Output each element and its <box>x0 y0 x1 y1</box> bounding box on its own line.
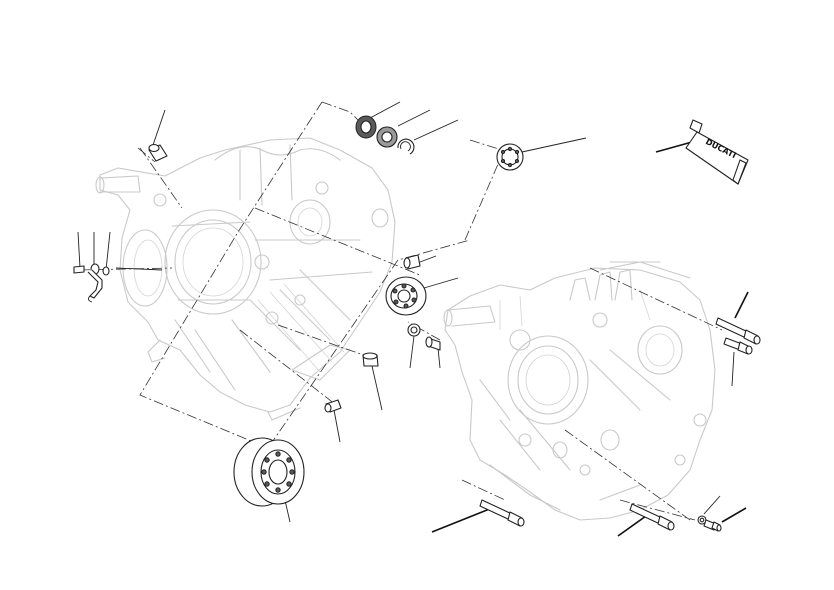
small-bolt-bottom-right <box>703 507 747 532</box>
large-roller-bearing <box>233 437 305 523</box>
dowel-pin-top <box>148 109 168 162</box>
main-ball-bearing <box>385 276 459 316</box>
long-bolt-right-upper <box>715 291 761 345</box>
right-crankcase-half <box>443 261 716 521</box>
small-washer <box>407 323 421 369</box>
short-bolt-right <box>723 337 753 387</box>
washer-bottom-right <box>697 495 721 525</box>
long-bolt-bottom-middle <box>617 503 675 537</box>
left-crankcase-half <box>95 137 396 421</box>
plug-nut <box>362 352 383 411</box>
lead-lines-misc <box>115 267 163 271</box>
long-bolt-bottom-left <box>431 499 525 533</box>
upper-seal <box>355 101 401 139</box>
oil-pipe-clip-assembly <box>73 231 111 303</box>
shaft-bearing-upper-right <box>496 137 587 171</box>
sealant-tube: DUCATI <box>655 119 749 185</box>
upper-bearing <box>376 109 431 148</box>
dowel-pin-lower <box>324 399 342 443</box>
small-bolt <box>425 336 441 369</box>
small-bush <box>403 254 437 270</box>
upper-circlip <box>397 119 459 155</box>
